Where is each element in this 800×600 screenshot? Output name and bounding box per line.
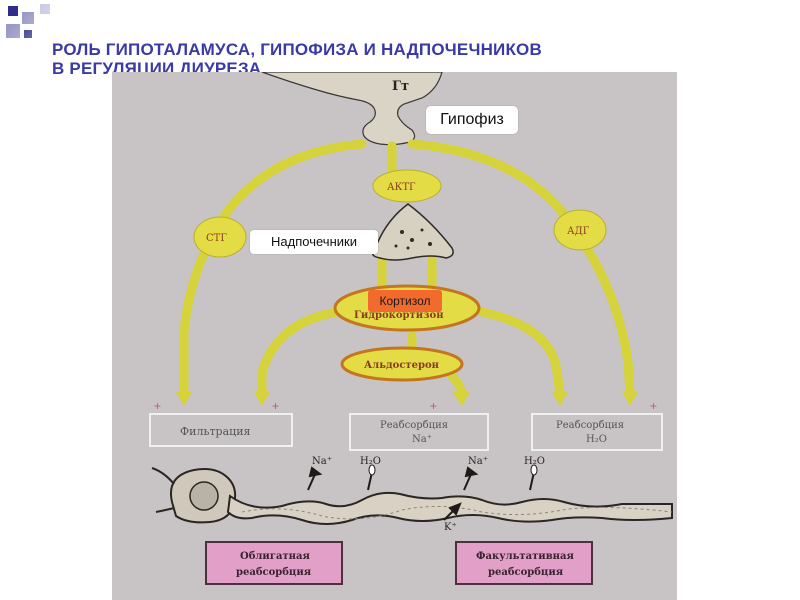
aldosterone-label: Альдостерон: [364, 360, 439, 371]
ion-k: K⁺: [444, 522, 457, 533]
decorative-bar: [0, 0, 52, 44]
ion-water-2: H₂O: [524, 456, 545, 467]
arrowhead-filtration-right: [254, 392, 270, 406]
hypophysis-label: Гипофиз: [426, 106, 518, 134]
reabsorption-water-line2: H₂O: [586, 434, 607, 445]
plus-sign: +: [430, 399, 437, 413]
reabsorption-water-box: Реабсорбция H₂O: [531, 413, 663, 451]
ion-labels: Na⁺ H₂O Na⁺ H₂O K⁺: [312, 456, 545, 533]
pathway-aldosterone-down: [447, 371, 467, 399]
pathway-stg: [179, 139, 367, 397]
acth-label: АКТГ: [387, 182, 416, 193]
diagram-canvas: Гт АКТГ СТГ: [149, 72, 673, 585]
reabsorption-na-line1: Реабсорбция: [380, 420, 448, 431]
plus-sign: +: [154, 399, 161, 413]
acth-node: АКТГ: [372, 169, 442, 203]
ion-na-1: Na⁺: [312, 456, 332, 467]
hypothalamus-label: Гт: [392, 79, 409, 94]
obligatory-line2: реабсорбция: [236, 567, 312, 578]
aldosterone-node: Альдостерон: [340, 346, 464, 382]
arrowhead-reabsorption-water-right: [622, 392, 638, 406]
water-droplets: [368, 464, 538, 476]
arrowhead-reabsorption-na: [452, 392, 470, 406]
arrow-heads: [176, 392, 638, 406]
reabsorption-water-line1: Реабсорбция: [556, 420, 624, 431]
adrenal-gland: [372, 203, 454, 261]
slide-title: РОЛЬ ГИПОТАЛАМУСА, ГИПОФИЗА И НАДПОЧЕЧНИ…: [52, 40, 692, 78]
facultative-line2: реабсорбция: [488, 567, 564, 578]
arrowhead-filtration-left: [176, 392, 192, 406]
obligatory-line1: Облигатная: [240, 551, 310, 562]
cortisol-label: Кортизол: [368, 290, 442, 312]
adh-label: АДГ: [567, 226, 590, 237]
pathway-hydrocortisone-right: [477, 307, 565, 399]
ion-water-1: H₂O: [360, 456, 381, 467]
ion-na-2: Na⁺: [468, 456, 488, 467]
facultative-reabsorption-box: Факультативная реабсорбция: [455, 541, 593, 585]
adrenal-texture: [394, 228, 432, 250]
hypothalamus-shape: [261, 72, 443, 146]
facultative-line1: Факультативная: [476, 551, 574, 562]
plus-sign: +: [650, 399, 657, 413]
reabsorption-na-box: Реабсорбция Na⁺: [349, 413, 489, 451]
plus-signs: + + + +: [154, 399, 657, 413]
adrenal-label: Надпочечники: [250, 230, 378, 254]
pathway-adh: [407, 139, 635, 399]
obligatory-reabsorption-box: Облигатная реабсорбция: [205, 541, 343, 585]
pathway-hydrocortisone-left: [257, 307, 342, 399]
filtration-label: Фильтрация: [180, 425, 251, 438]
reabsorption-na-line2: Na⁺: [412, 434, 432, 445]
arrowhead-reabsorption-water-left: [552, 392, 568, 406]
diuresis-regulation-diagram: Гт АКТГ СТГ: [112, 72, 677, 600]
stg-node: СТГ: [193, 216, 247, 258]
nephron-tubule: [151, 467, 673, 525]
ion-transport: [307, 466, 535, 521]
plus-sign: +: [272, 399, 279, 413]
stg-label: СТГ: [206, 233, 227, 244]
hydrocortisone-label: Гидрокортизон: [354, 310, 444, 321]
adh-node: АДГ: [553, 209, 607, 251]
filtration-box: Фильтрация: [149, 413, 293, 447]
slide-title-line1: РОЛЬ ГИПОТАЛАМУСА, ГИПОФИЗА И НАДПОЧЕЧНИ…: [52, 40, 542, 59]
